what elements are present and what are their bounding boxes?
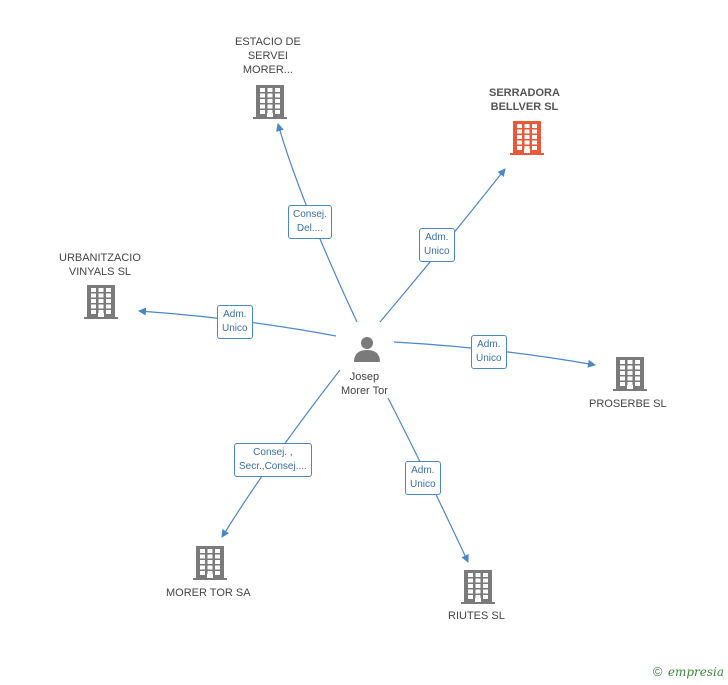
company-label-morer-tor-line: MORER TOR SA — [166, 587, 251, 599]
company-label-riutes-line: RIUTES SL — [448, 610, 505, 622]
role-box-morer-tor-line: Consej. , — [253, 447, 293, 458]
company-label-urbanitzacio-line: URBANITZACIO — [59, 252, 141, 264]
role-box-riutes-line: Adm. — [411, 465, 435, 476]
role-box-urbanitzacio[interactable]: Adm. Unico — [217, 305, 253, 339]
person-name-line: Josep — [349, 371, 380, 383]
footer-brand: © empresia — [653, 664, 724, 679]
company-label-urbanitzacio: URBANITZACIO VINYALS SL — [59, 251, 141, 279]
role-box-serradora-line: Adm. — [425, 232, 449, 243]
icons-layer — [84, 85, 647, 604]
person-icon[interactable] — [354, 337, 380, 362]
company-label-urbanitzacio-line: VINYALS SL — [68, 266, 132, 278]
company-label-proserbe-line: PROSERBE SL — [589, 398, 667, 410]
role-box-riutes-line: Unico — [410, 479, 436, 490]
role-box-estacio-line: Del.... — [296, 223, 324, 234]
role-box-serradora-line: Unico — [424, 246, 450, 257]
building-icon-serradora[interactable] — [510, 121, 544, 155]
company-label-serradora: SERRADORA BELLVER SL — [489, 86, 560, 114]
role-box-urbanitzacio-line: Unico — [222, 323, 248, 334]
brand-logo: empresia — [667, 665, 724, 679]
role-box-riutes[interactable]: Adm. Unico — [405, 461, 441, 495]
company-label-riutes: RIUTES SL — [448, 609, 505, 623]
company-label-estacio-line: SERVEI — [247, 50, 288, 62]
company-label-estacio-line: ESTACIO DE — [235, 36, 301, 48]
role-box-morer-tor-line: Secr.,Consej.... — [239, 461, 307, 472]
copyright-icon: © — [652, 664, 663, 679]
role-box-morer-tor[interactable]: Consej. , Secr.,Consej.... — [234, 443, 312, 477]
role-box-estacio-line: Consej. — [293, 209, 327, 220]
role-box-proserbe[interactable]: Adm. Unico — [471, 335, 507, 369]
building-icon-proserbe[interactable] — [613, 357, 647, 391]
building-icon-riutes[interactable] — [461, 570, 495, 604]
company-label-estacio-line: MORER... — [242, 64, 293, 76]
role-box-serradora[interactable]: Adm. Unico — [419, 228, 455, 262]
role-box-proserbe-line: Unico — [476, 353, 502, 364]
role-box-urbanitzacio-line: Adm. — [223, 309, 247, 320]
person-name-line: Morer Tor — [341, 385, 388, 397]
building-icon-estacio[interactable] — [253, 85, 287, 119]
building-icon-urbanitzacio[interactable] — [84, 285, 118, 319]
company-label-serradora-line: SERRADORA — [489, 87, 560, 99]
role-box-estacio[interactable]: Consej. Del.... — [288, 205, 332, 239]
company-label-morer-tor: MORER TOR SA — [166, 586, 251, 600]
company-label-proserbe: PROSERBE SL — [589, 397, 667, 411]
role-box-proserbe-line: Adm. — [477, 339, 501, 350]
building-icon-morer-tor[interactable] — [193, 546, 227, 580]
company-label-estacio: ESTACIO DE SERVEI MORER... — [235, 35, 301, 77]
company-label-serradora-line: BELLVER SL — [490, 101, 559, 113]
